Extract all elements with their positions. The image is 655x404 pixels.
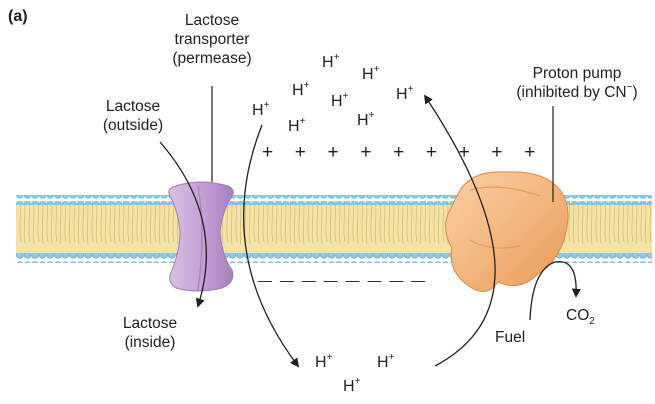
proton-charge: + [369,110,375,121]
proton-charge: + [334,52,340,63]
proton-ion: H+ [396,86,413,104]
co2-base: CO [566,307,589,324]
proton-symbol: H [377,354,389,371]
proton-ion: H+ [288,118,305,136]
proton-charge: + [327,352,333,363]
proton-symbol: H [357,112,369,129]
proton-charge: + [264,100,270,111]
proton-ion: H+ [362,66,379,84]
proton-symbol: H [292,82,304,99]
proton-charge: + [389,352,395,363]
proton-pump-protein [445,172,568,292]
proton-pump-line2-end: ) [632,84,637,101]
transporter-label-line1: Lactose [163,11,261,30]
proton-charge: + [408,84,414,95]
proton-pump-line1: Proton pump [507,64,647,83]
proton-ion: H+ [377,354,394,372]
lactose-outside-line1: Lactose [93,97,173,116]
inside-negative-charges: — — — — — — — — [258,272,427,288]
proton-pump-label: Proton pump (inhibited by CN−) [507,64,647,102]
proton-symbol: H [288,118,300,135]
proton-symbol: H [315,354,327,371]
lactose-outside-line2: (outside) [93,116,173,135]
proton-symbol: H [331,93,343,110]
proton-ion: H+ [322,54,339,72]
lactose-outside-label: Lactose (outside) [93,97,173,135]
proton-ion: H+ [292,82,309,100]
proton-symbol: H [343,378,355,395]
lactose-inside-label: Lactose (inside) [110,314,190,352]
proton-ion: H+ [331,93,348,111]
proton-charge: + [300,116,306,127]
proton-charge: + [343,91,349,102]
proton-charge: + [374,64,380,75]
proton-pump-line2: (inhibited by CN−) [507,83,647,102]
lactose-inside-line1: Lactose [110,314,190,333]
proton-charge: + [304,80,310,91]
proton-ion: H+ [357,112,374,130]
co2-label: CO2 [566,306,595,325]
transporter-label-line2: transporter [163,30,261,49]
proton-charge: + [355,376,361,387]
proton-pump-line2-text: (inhibited by CN [516,84,626,101]
proton-symbol: H [322,54,334,71]
lactose-inside-line2: (inside) [110,333,190,352]
transporter-label: Lactose transporter (permease) [163,11,261,68]
panel-label: (a) [8,8,28,26]
proton-ion: H+ [315,354,332,372]
proton-symbol: H [252,102,264,119]
proton-symbol: H [362,66,374,83]
outside-positive-charges: + + + + + + + + + [262,142,544,164]
fuel-label: Fuel [495,328,525,347]
co2-subscript: 2 [589,316,595,327]
proton-ion: H+ [252,102,269,120]
proton-ion: H+ [343,378,360,396]
transporter-label-line3: (permease) [163,49,261,68]
proton-symbol: H [396,86,408,103]
